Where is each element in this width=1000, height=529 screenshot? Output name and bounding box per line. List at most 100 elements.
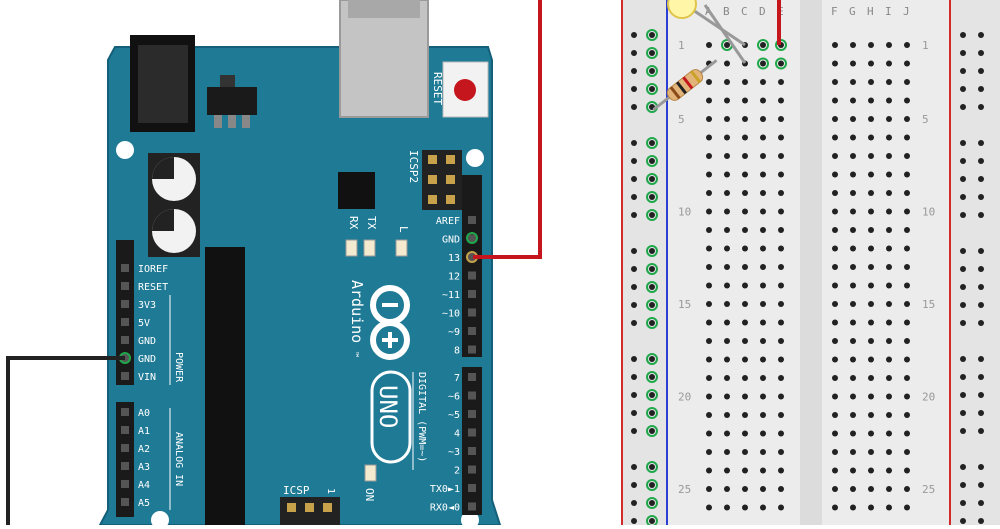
breadboard-hole <box>760 171 766 178</box>
rail-hole <box>631 518 637 524</box>
breadboard-hole <box>832 338 838 344</box>
breadboard-hole <box>832 264 838 270</box>
breadboard-hole <box>724 430 730 437</box>
breadboard-hole <box>850 79 856 85</box>
column-letter: D <box>759 5 766 18</box>
breadboard-hole <box>706 449 712 455</box>
connected-hole-highlight <box>646 317 658 329</box>
rail-hole <box>631 302 637 308</box>
breadboard-hole <box>868 412 874 418</box>
rail-hole <box>960 68 966 74</box>
breadboard-hole <box>868 504 874 511</box>
pin-label: ~5 <box>448 410 460 421</box>
breadboard-hole <box>760 134 766 141</box>
rail-hole <box>978 320 984 326</box>
rail-hole <box>649 266 655 272</box>
pin-label: A1 <box>138 426 150 437</box>
header-pin <box>121 336 129 344</box>
breadboard-hole <box>742 134 748 141</box>
breadboard-hole <box>724 301 730 307</box>
breadboard-hole <box>868 60 874 67</box>
connected-hole-highlight <box>646 263 658 275</box>
breadboard-hole <box>760 79 766 85</box>
rail-hole <box>631 356 637 362</box>
rail-hole <box>978 302 984 308</box>
resistor-icon <box>652 59 718 111</box>
rail-hole <box>978 248 984 254</box>
breadboard-hole <box>832 190 838 196</box>
breadboard-hole <box>760 430 766 437</box>
breadboard-hole <box>706 79 712 85</box>
header-pin <box>468 410 476 418</box>
breadboard-hole <box>706 319 712 326</box>
pin-label: TX0►1 <box>430 484 460 495</box>
breadboard-hole <box>742 171 748 178</box>
rail-hole <box>649 284 655 290</box>
breadboard-hole <box>706 171 712 178</box>
breadboard-hole <box>832 208 838 215</box>
rail-hole <box>978 212 984 218</box>
breadboard-hole <box>832 245 838 252</box>
breadboard-hole <box>904 486 910 492</box>
rail-hole <box>631 374 637 380</box>
breadboard-hole <box>742 282 748 289</box>
breadboard-hole <box>724 319 730 326</box>
rail-hole <box>631 500 637 506</box>
breadboard-hole <box>706 245 712 252</box>
rail-hole <box>978 374 984 380</box>
breadboard-hole <box>868 282 874 289</box>
header-pins: IOREFRESET3V35VGNDGNDVINA0A1A2A3A4A5AREF… <box>119 216 478 514</box>
pin-label: GND <box>442 235 460 246</box>
connected-hole-highlight <box>646 245 658 257</box>
breadboard-hole <box>886 282 892 289</box>
breadboard-hole <box>724 171 730 178</box>
breadboard-hole <box>868 356 874 363</box>
l-label: L <box>397 226 410 233</box>
pin-label: A4 <box>138 480 150 491</box>
breadboard-hole <box>850 393 856 400</box>
breadboard-hole <box>868 449 874 455</box>
breadboard-hole <box>904 116 910 122</box>
breadboard-hole <box>706 486 712 492</box>
breadboard-hole <box>850 319 856 326</box>
breadboard-hole <box>760 504 766 511</box>
breadboard <box>621 0 1000 525</box>
breadboard-hole <box>706 97 712 104</box>
breadboard-hole <box>778 171 784 178</box>
microcontroller-chip <box>205 247 245 525</box>
tx-led-icon <box>363 239 376 257</box>
trademark-symbol: ™ <box>349 351 359 357</box>
breadboard-hole <box>868 264 874 270</box>
pin-label: GND <box>138 354 156 365</box>
breadboard-hole <box>760 208 766 215</box>
rail-hole <box>960 176 966 182</box>
rail-hole <box>631 194 637 200</box>
connected-hole-highlight <box>757 39 769 51</box>
breadboard-hole <box>778 116 784 122</box>
breadboard-hole <box>724 504 730 511</box>
breadboard-hole <box>742 264 748 270</box>
reset-button[interactable] <box>442 61 489 118</box>
breadboard-hole <box>724 356 730 363</box>
rail-hole <box>631 428 637 434</box>
rail-hole <box>649 392 655 398</box>
breadboard-hole <box>760 467 766 474</box>
breadboard-hole <box>760 319 766 326</box>
rail-hole <box>631 284 637 290</box>
header-pin <box>121 426 129 434</box>
capacitor-icon <box>148 153 200 205</box>
breadboard-rail-left <box>622 0 668 525</box>
breadboard-hole <box>760 282 766 289</box>
analog-group-label: ANALOG IN <box>173 432 184 486</box>
breadboard-hole <box>724 264 730 270</box>
row-number: 1 <box>678 39 685 52</box>
usb-chip <box>338 172 375 209</box>
breadboard-hole <box>904 97 910 104</box>
breadboard-hole <box>778 153 784 159</box>
breadboard-hole <box>832 79 838 85</box>
rail-hole <box>960 410 966 416</box>
rail-hole <box>960 428 966 434</box>
rail-hole <box>631 482 637 488</box>
breadboard-hole <box>724 134 730 141</box>
